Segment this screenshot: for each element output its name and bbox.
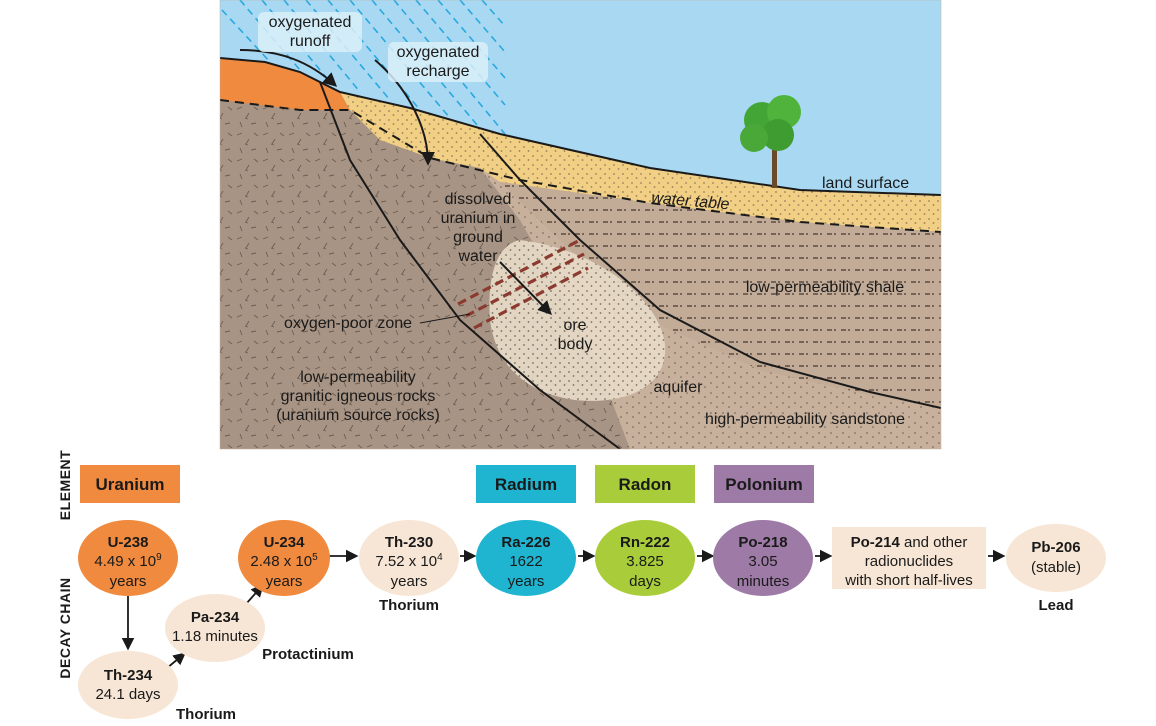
svg-text:years: years — [508, 573, 545, 590]
shale-label: low-permeability shale — [746, 279, 904, 296]
svg-text:Radon: Radon — [619, 475, 672, 494]
svg-text:U-238: U-238 — [108, 534, 149, 551]
decay-chain-side-label: DECAY CHAIN — [57, 577, 73, 678]
svg-text:24.1 days: 24.1 days — [95, 686, 160, 703]
svg-text:7.52 x 104: 7.52 x 104 — [375, 552, 443, 570]
node-pb206: Pb-206 (stable) Lead — [1006, 524, 1106, 614]
svg-text:Thorium: Thorium — [379, 597, 439, 614]
svg-text:Rn-222: Rn-222 — [620, 534, 670, 551]
sandstone-label: high-permeability sandstone — [705, 411, 905, 428]
svg-text:1.18 minutes: 1.18 minutes — [172, 628, 258, 645]
svg-text:Pa-234: Pa-234 — [191, 609, 240, 626]
svg-text:U-234: U-234 — [264, 534, 306, 551]
aquifer-label: aquifer — [654, 379, 704, 396]
svg-text:with short half-lives: with short half-lives — [844, 572, 973, 589]
node-th230: Th-230 7.52 x 104 years Thorium — [359, 520, 459, 614]
element-side-label: ELEMENT — [57, 450, 73, 520]
svg-text:Radium: Radium — [495, 475, 557, 494]
svg-text:Pb-206: Pb-206 — [1031, 539, 1080, 556]
svg-text:3.05: 3.05 — [748, 553, 777, 570]
svg-text:1622: 1622 — [509, 553, 542, 570]
svg-text:3.825: 3.825 — [626, 553, 664, 570]
node-po218: Po-218 3.05 minutes — [713, 520, 813, 596]
svg-text:years: years — [266, 573, 303, 590]
land-surface-label: land surface — [822, 175, 909, 192]
svg-text:minutes: minutes — [737, 573, 790, 590]
svg-text:years: years — [110, 573, 147, 590]
svg-text:(stable): (stable) — [1031, 559, 1081, 576]
svg-text:Polonium: Polonium — [725, 475, 802, 494]
node-po214: Po-214 and other radionuclides with shor… — [832, 527, 986, 589]
node-ra226: Ra-226 1622 years — [476, 520, 576, 596]
tree-icon — [740, 95, 801, 188]
oxygen-poor-zone-label: oxygen-poor zone — [284, 315, 412, 332]
svg-text:Po-218: Po-218 — [738, 534, 787, 551]
oxygen-poor-dashes — [457, 238, 589, 330]
svg-text:radionuclides: radionuclides — [865, 553, 953, 570]
element-polonium: Polonium — [714, 465, 814, 503]
water-table-label: water table — [651, 190, 731, 214]
svg-text:Thorium: Thorium — [176, 706, 236, 723]
element-uranium: Uranium — [80, 465, 180, 503]
node-th234: Th-234 24.1 days Thorium — [78, 651, 236, 723]
svg-text:2.48 x 105: 2.48 x 105 — [250, 552, 318, 570]
svg-text:Uranium: Uranium — [96, 475, 165, 494]
node-u238: U-238 4.49 x 109 years — [78, 520, 178, 596]
svg-text:Protactinium: Protactinium — [262, 646, 354, 663]
node-rn222: Rn-222 3.825 days — [595, 520, 695, 596]
svg-text:Po-214 and other: Po-214 and other — [851, 534, 968, 551]
element-radium: Radium — [476, 465, 576, 503]
node-u234: U-234 2.48 x 105 years — [238, 520, 330, 596]
svg-text:days: days — [629, 573, 661, 590]
svg-text:Th-234: Th-234 — [104, 667, 153, 684]
svg-text:4.49 x 109: 4.49 x 109 — [94, 552, 162, 570]
element-radon: Radon — [595, 465, 695, 503]
svg-text:Ra-226: Ra-226 — [501, 534, 550, 551]
svg-text:Lead: Lead — [1038, 597, 1073, 614]
rain — [221, 0, 506, 135]
svg-text:Th-230: Th-230 — [385, 534, 433, 551]
water-table-line — [220, 99, 941, 233]
svg-text:years: years — [391, 573, 428, 590]
node-pa234: Pa-234 1.18 minutes Protactinium — [165, 594, 354, 663]
